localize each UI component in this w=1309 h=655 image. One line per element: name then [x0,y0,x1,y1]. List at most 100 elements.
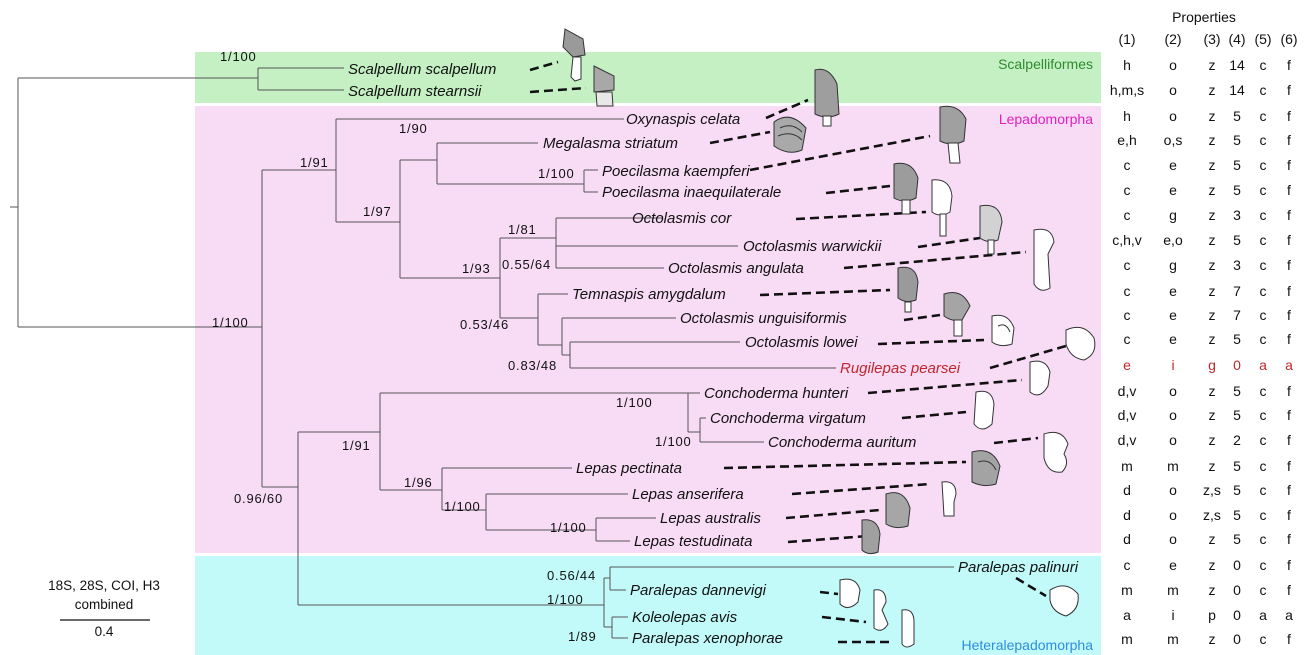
support-value: 0.53/46 [460,317,509,332]
property-cell: c [1260,582,1267,598]
property-cell: 5 [1233,383,1241,399]
property-cell: m [1167,631,1179,647]
property-cell: z,s [1203,482,1221,498]
property-cell: c [1260,207,1267,223]
property-cell: 14 [1229,82,1245,98]
property-column-header: (5) [1254,31,1271,47]
barnacle-outline-icon [1044,432,1068,472]
support-value: 1/100 [655,434,692,449]
property-cell: 0 [1233,557,1241,573]
property-column-header: (3) [1203,31,1220,47]
property-cell: c [1260,482,1267,498]
property-cell: m [1121,458,1133,474]
property-cell: c [1260,307,1267,323]
property-cell: 0 [1233,582,1241,598]
barnacle-outline-icon [902,610,914,647]
taxon-label: Octolasmis warwickii [743,238,882,255]
property-cell: f [1287,407,1291,423]
property-cell: 5 [1233,182,1241,198]
property-cell: z [1209,582,1216,598]
property-cell: z [1209,432,1216,448]
property-cell: a [1285,607,1293,623]
support-value: 0.83/48 [508,358,557,373]
support-value: 1/100 [616,395,653,410]
property-cell: f [1287,108,1291,124]
property-cell: p [1208,607,1216,623]
property-cell: c [1260,631,1267,647]
support-value: 0.96/60 [234,491,283,506]
taxon-label: Paralepas xenophorae [632,630,783,647]
property-cell: e [1169,307,1177,323]
taxon-label: Conchoderma virgatum [710,410,866,427]
property-cell: 3 [1233,257,1241,273]
property-cell: z,s [1203,507,1221,523]
properties-table: hoz14cfh,m,soz14cfhoz5cfe,ho,sz5cfcez5cf… [1110,57,1293,647]
property-cell: c [1124,182,1131,198]
property-cell: 5 [1233,458,1241,474]
support-value: 1/89 [568,629,597,644]
property-cell: e,h [1117,132,1136,148]
property-cell: e [1123,357,1131,373]
taxon-label: Paralepas dannevigi [630,582,767,599]
property-cell: z [1209,157,1216,173]
property-cell: f [1287,307,1291,323]
property-cell: o,s [1164,132,1183,148]
property-cell: f [1287,557,1291,573]
property-cell: c [1260,57,1267,73]
support-value: 1/100 [538,166,575,181]
property-cell: e [1169,182,1177,198]
property-cell: c [1260,232,1267,248]
property-cell: z [1209,331,1216,347]
taxon-label: Lepas pectinata [576,460,682,477]
property-cell: z [1209,283,1216,299]
property-cell: f [1287,582,1291,598]
property-cell: f [1287,331,1291,347]
property-cell: i [1171,357,1174,373]
property-cell: o [1169,383,1177,399]
property-cell: h,m,s [1110,82,1144,98]
property-cell: e,o [1163,232,1183,248]
property-cell: a [1123,607,1131,623]
property-cell: z [1209,531,1216,547]
taxon-label: Koleolepas avis [632,609,738,626]
taxon-label: Scalpellum stearnsii [348,83,482,100]
support-value: 1/81 [508,222,537,237]
property-cell: 5 [1233,531,1241,547]
property-cell: h [1123,108,1131,124]
taxon-label: Scalpellum scalpellum [348,61,496,78]
property-cell: z [1209,631,1216,647]
clade-label-scalpelliformes: Scalpelliformes [998,56,1093,72]
support-value: 1/100 [212,315,249,330]
property-cell: 5 [1233,331,1241,347]
property-cell: c,h,v [1112,232,1142,248]
property-cell: 5 [1233,407,1241,423]
property-cell: 0 [1233,357,1241,373]
property-cell: c [1260,157,1267,173]
property-cell: f [1287,482,1291,498]
property-cell: c [1260,283,1267,299]
property-cell: 2 [1233,432,1241,448]
property-cell: f [1287,257,1291,273]
property-column-header: (4) [1228,31,1245,47]
scalpelliformes-region [195,52,1101,103]
property-cell: f [1287,232,1291,248]
property-cell: m [1121,631,1133,647]
property-cell: 0 [1233,607,1241,623]
property-cell: o [1169,482,1177,498]
property-cell: c [1260,82,1267,98]
property-cell: z [1209,407,1216,423]
property-cell: f [1287,631,1291,647]
barnacle-outline-icon [974,391,994,429]
property-cell: c [1124,557,1131,573]
taxon-label: Oxynaspis celata [626,111,740,128]
property-cell: g [1169,207,1177,223]
property-cell: f [1287,531,1291,547]
property-cell: c [1260,407,1267,423]
support-value: 1/100 [547,592,584,607]
property-cell: c [1124,307,1131,323]
taxon-label: Lepas testudinata [634,533,752,550]
property-cell: f [1287,432,1291,448]
clade-label-heteralepadomorpha: Heteralepadomorpha [961,637,1093,653]
property-cell: d [1123,482,1131,498]
taxon-label: Conchoderma auritum [768,434,916,451]
